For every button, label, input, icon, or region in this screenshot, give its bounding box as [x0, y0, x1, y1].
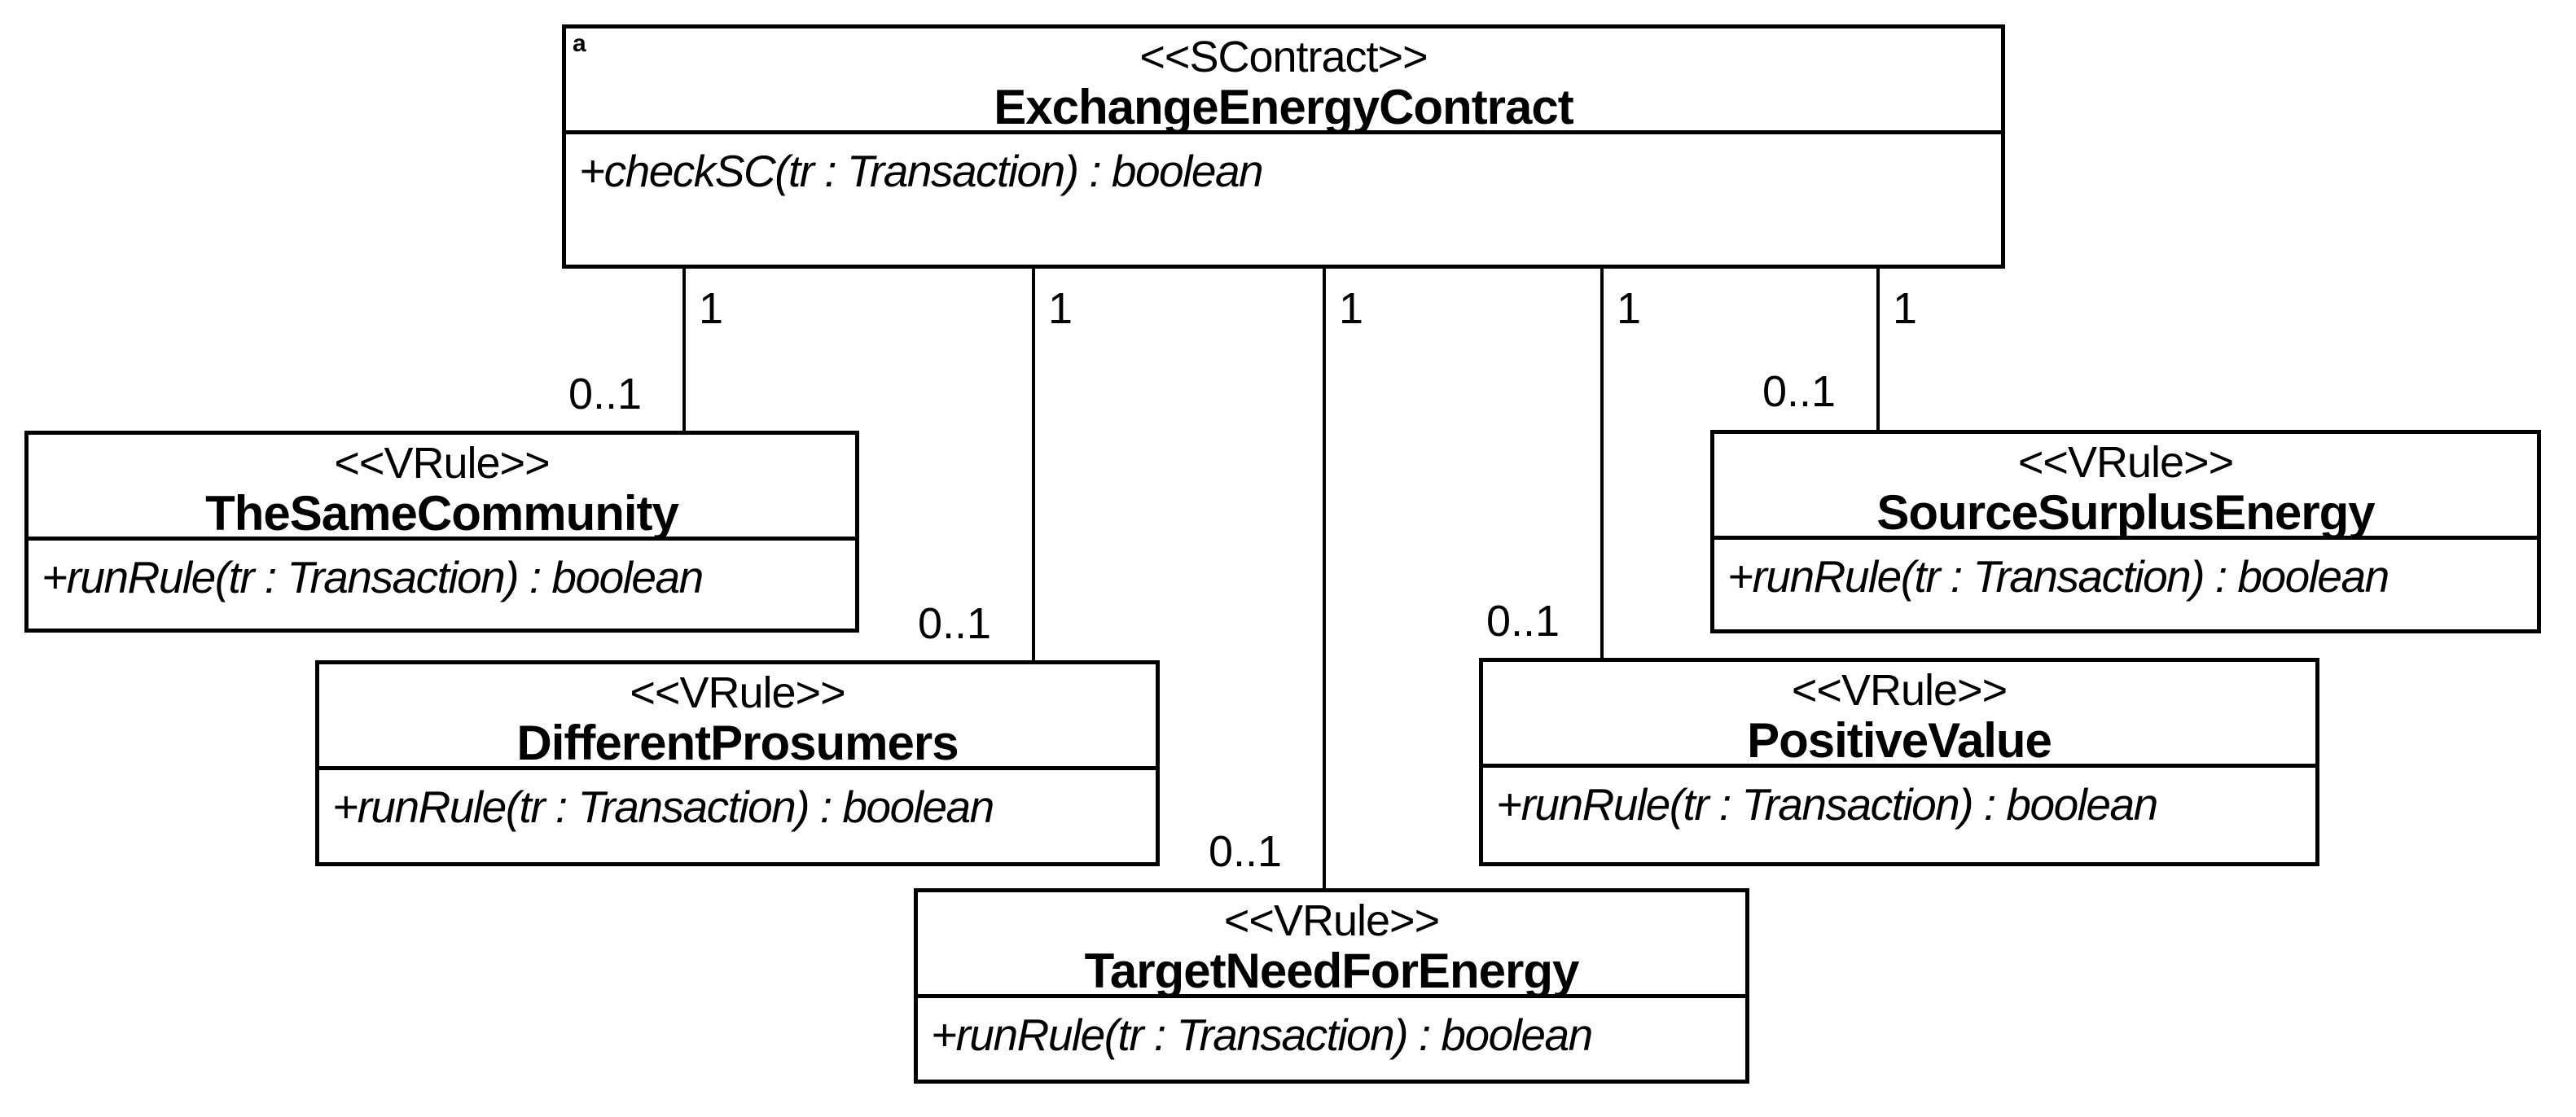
multiplicity-source-label: 1 — [1339, 284, 1364, 333]
class-stereotype: <<VRule>> — [1223, 896, 1440, 945]
class-header: <<VRule>> SourceSurplusEnergy — [1714, 434, 2537, 540]
association-line-target-need-for-energy — [1323, 269, 1326, 888]
class-methods-compartment: +runRule(tr : Transaction) : boolean — [1483, 768, 2315, 830]
corner-marker: a — [573, 30, 586, 57]
association-line-positive-value — [1600, 269, 1604, 658]
multiplicity-target-label: 0..1 — [1762, 367, 1837, 416]
class-method: +runRule(tr : Transaction) : boolean — [332, 782, 994, 832]
class-stereotype: <<VRule>> — [630, 668, 845, 717]
class-name: DifferentProsumers — [516, 716, 959, 770]
class-header: <<SContract>> ExchangeEnergyContract — [566, 28, 2001, 134]
class-header: <<VRule>> DifferentProsumers — [319, 664, 1156, 770]
class-methods-compartment: +checkSC(tr : Transaction) : boolean — [566, 134, 2001, 196]
class-method: +runRule(tr : Transaction) : boolean — [1496, 779, 2158, 830]
multiplicity-source-label: 1 — [1893, 284, 1918, 333]
class-method: +runRule(tr : Transaction) : boolean — [42, 552, 704, 602]
class-the-same-community[interactable]: <<VRule>> TheSameCommunity +runRule(tr :… — [24, 431, 859, 633]
class-stereotype: <<VRule>> — [1791, 666, 2008, 715]
class-stereotype: <<VRule>> — [334, 439, 550, 488]
class-method: +runRule(tr : Transaction) : boolean — [1727, 551, 2389, 602]
class-name: SourceSurplusEnergy — [1876, 485, 2375, 540]
class-name: PositiveValue — [1747, 713, 2052, 768]
class-name: TargetNeedForEnergy — [1084, 944, 1580, 998]
class-methods-compartment: +runRule(tr : Transaction) : boolean — [29, 541, 855, 602]
class-methods-compartment: +runRule(tr : Transaction) : boolean — [918, 998, 1745, 1060]
multiplicity-target-label: 0..1 — [918, 599, 992, 648]
multiplicity-source-label: 1 — [1617, 284, 1642, 333]
class-source-surplus-energy[interactable]: <<VRule>> SourceSurplusEnergy +runRule(t… — [1710, 430, 2541, 633]
multiplicity-target-label: 0..1 — [1486, 597, 1560, 646]
class-method: +checkSC(tr : Transaction) : boolean — [579, 146, 1264, 196]
association-line-different-prosumers — [1032, 269, 1035, 660]
class-header: <<VRule>> PositiveValue — [1483, 662, 2315, 768]
multiplicity-source-label: 1 — [1048, 284, 1073, 333]
class-target-need-for-energy[interactable]: <<VRule>> TargetNeedForEnergy +runRule(t… — [914, 888, 1749, 1084]
class-positive-value[interactable]: <<VRule>> PositiveValue +runRule(tr : Tr… — [1479, 658, 2319, 866]
class-methods-compartment: +runRule(tr : Transaction) : boolean — [1714, 540, 2537, 602]
class-header: <<VRule>> TheSameCommunity — [29, 435, 855, 541]
multiplicity-source-label: 1 — [699, 284, 724, 333]
multiplicity-target-label: 0..1 — [568, 370, 643, 418]
association-line-the-same-community — [682, 269, 686, 431]
class-stereotype: <<SContract>> — [1139, 33, 1428, 81]
class-header: <<VRule>> TargetNeedForEnergy — [918, 892, 1745, 998]
class-stereotype: <<VRule>> — [2017, 438, 2234, 487]
association-line-source-surplus-energy — [1876, 269, 1880, 430]
class-name: ExchangeEnergyContract — [994, 80, 1574, 134]
multiplicity-target-label: 0..1 — [1209, 827, 1283, 876]
class-name: TheSameCommunity — [205, 486, 679, 541]
class-methods-compartment: +runRule(tr : Transaction) : boolean — [319, 770, 1156, 832]
class-different-prosumers[interactable]: <<VRule>> DifferentProsumers +runRule(tr… — [315, 660, 1160, 866]
class-method: +runRule(tr : Transaction) : boolean — [931, 1010, 1593, 1060]
class-exchange-energy-contract[interactable]: a <<SContract>> ExchangeEnergyContract +… — [562, 24, 2005, 269]
